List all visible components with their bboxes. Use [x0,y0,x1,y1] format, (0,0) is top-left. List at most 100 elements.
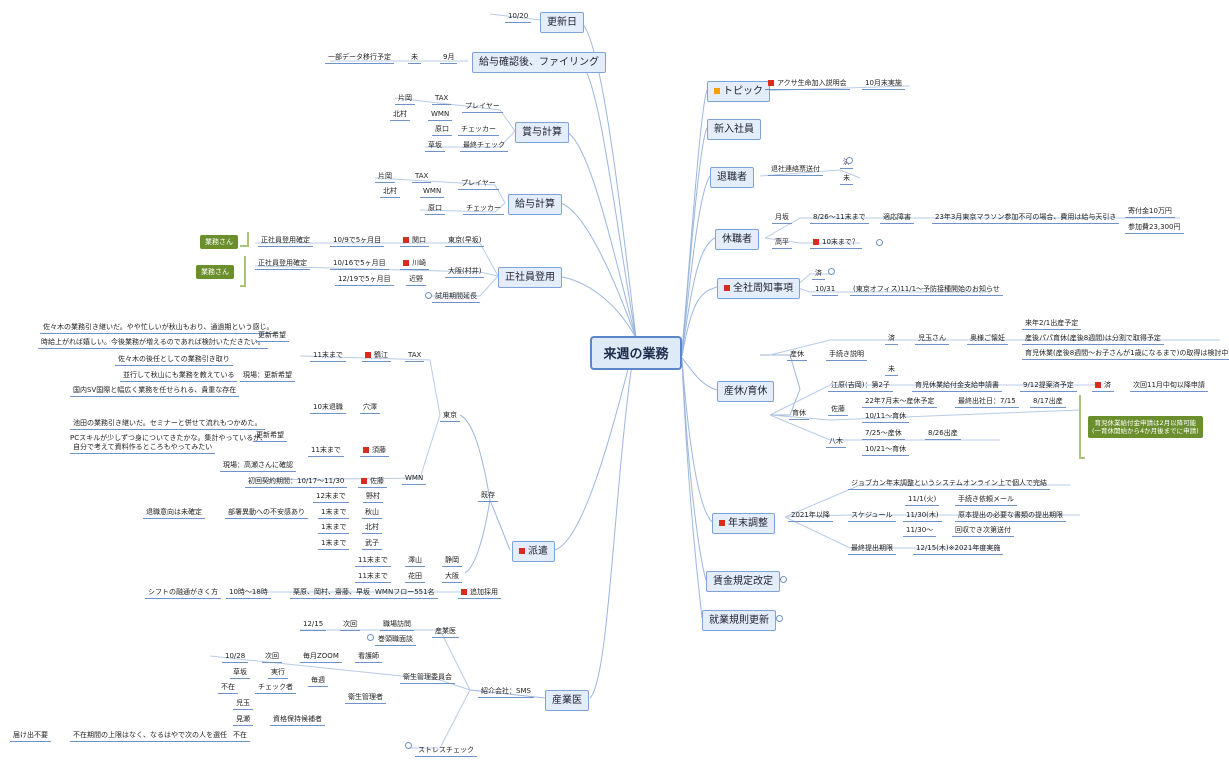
expand-icon[interactable] [876,239,883,246]
salary-r1b: TAX [412,171,432,183]
dispatch-akiyama: 秋山 [362,507,382,519]
dispatch-until11b: 11末まで [308,445,344,457]
occ-d7: 毎月ZOOM [300,651,342,663]
flag-icon [519,548,525,554]
dispatch-sawayama: 澤山 [405,555,425,567]
child-care: 育休 [789,408,809,420]
bonus-checker: チェッカー [458,124,499,136]
child-c3: 済 [885,333,898,345]
fulltime-a4: 東京(早坂) [445,235,485,247]
occ-k11: 不在 [230,730,250,742]
child-c2: 手続き説明 [826,349,867,361]
occ-k7: 見瀬 [233,714,253,726]
flag-icon [813,239,819,245]
dispatch-n2: 時給上がれば嬉しい。今後業務が増えるのであれば検討いただきたい。 [38,337,268,349]
fulltime-trial: 試用期間延長 [432,291,480,303]
expand-icon[interactable] [828,268,835,275]
flag-icon [403,237,409,243]
child-d2: 育児休業給付金支給申請書 [912,380,1002,392]
topic-topic[interactable]: トピック [707,81,770,102]
leave-a2: 8/26～11末まで [810,212,869,224]
dispatch-anazawa: 穴澤 [360,402,380,414]
dispatch-takeko: 武子 [362,538,382,550]
year-y3: オンライン上で個人で完結 [960,478,1050,490]
year-y8: 原本提出の必要な書類の提出期限 [955,510,1066,522]
dispatch-site1: 現場：更新希望 [240,370,295,382]
occ-d5: 10/28 [222,651,249,663]
child-c1: 産休 [787,349,807,361]
expand-icon[interactable] [425,292,432,299]
dispatch-shift: シフトの融通がきく方 [145,587,221,599]
topic-occ-doctor[interactable]: 産業医 [545,690,589,711]
occ-k9: 届け出不要 [10,730,51,742]
year-y9: 11/30～ [903,525,937,537]
topic-t1: アクサ生命加入説明会 [765,78,850,90]
expand-icon[interactable] [846,157,853,164]
topic-retiree[interactable]: 退職者 [710,167,754,188]
topic-childcare[interactable]: 産休/育休 [717,381,775,402]
dispatch-add: 追加採用 [458,587,501,599]
expand-icon[interactable] [405,742,412,749]
fulltime-green-1: 業務さん [200,235,238,249]
topic-update[interactable]: 更新日 [540,12,584,33]
child-d1: 江原(吉岡)：第2子 [828,380,893,392]
topic-leave[interactable]: 休職者 [715,229,759,250]
payroll-a: 一部データ移行予定 [325,52,394,64]
topic-work-rule[interactable]: 就業規則更新 [702,610,776,631]
dispatch-n5: 国内SV国際と幅広く業務を任せられる、貴重な存在 [70,385,240,397]
bonus-checker-name: 原口 [432,124,452,136]
occ-d6: 次回 [262,651,282,663]
occ-k2: 実行 [268,667,288,679]
bonus-final-name: 草坂 [425,140,445,152]
bonus-final: 最終チェック [460,140,508,152]
dispatch-wmnfr: WMNフロー551名 [372,587,438,599]
flag-icon [768,80,774,86]
topic-wage-rule[interactable]: 賃金規定改定 [706,571,780,592]
fulltime-c2: 12/19で5ヶ月目 [335,274,394,286]
occ-k3: 不在 [218,682,238,694]
year-y5: 11/1(火) [905,494,940,506]
topic-dispatch[interactable]: 派遣 [512,541,555,562]
fulltime-b2: 10/16で5ヶ月目 [330,258,389,270]
flag-icon [361,478,367,484]
fulltime-c3: 近野 [406,274,426,286]
occ-company: 紹介会社：SMS [478,686,534,698]
dispatch-n7b: 自分で考えて資料作るところもやってみたい [70,442,216,454]
dispatch-tsuruta: 鶴江 [362,350,391,362]
salary-checker-name: 原口 [425,203,445,215]
bonus-r1a: 片岡 [395,93,415,105]
child-c9: 未 [885,364,898,376]
occ-d2: 次回 [340,619,360,631]
root-node[interactable]: 来週の業務 [590,336,682,370]
dispatch-n3: 佐々木の後任としての業務引き取り [115,354,233,366]
child-c7: 産後パパ育休(産後8週間)は分割で取得予定 [1022,333,1164,345]
fulltime-b3: 川崎 [400,258,429,270]
child-e2: 22年7月末～産休予定 [862,396,938,408]
child-e5: 10/11～育休 [862,411,910,423]
topic-notice[interactable]: 全社周知事項 [717,278,800,299]
occ-mgr: 衛生管理者 [345,692,386,704]
topic-year-end[interactable]: 年末調整 [712,513,775,534]
child-c5: 奥様ご懐妊 [967,333,1008,345]
leave-a5: 寄付金10万円 [1125,206,1175,218]
fulltime-a3: 関口 [400,235,429,247]
bonus-r2b: WMN [428,109,453,121]
expand-icon[interactable] [776,615,783,622]
topic-payroll-check[interactable]: 給与確認後、ファイリング [472,52,606,73]
dispatch-end1c: 1末まで [318,538,350,550]
topic-salary[interactable]: 給与計算 [508,194,562,215]
child-f2: 7/25～産休 [862,428,905,440]
expand-icon[interactable] [367,634,374,641]
dispatch-noma: 野村 [363,491,383,503]
occ-nurse: 看護師 [355,651,382,663]
dispatch-tokyo: 東京 [440,410,460,422]
year-y7: 11/30(木) [903,510,942,522]
salary-r2b: WMN [420,186,445,198]
dispatch-wmn: WMN [402,473,427,485]
expand-icon[interactable] [780,576,787,583]
occ-doc: 産業医 [432,626,459,638]
topic-fulltime[interactable]: 正社員登用 [498,267,562,288]
topic-bonus[interactable]: 賞与計算 [515,122,569,143]
child-d5: 次回11月中旬以降申請 [1130,380,1208,392]
topic-new-hire[interactable]: 新入社員 [707,119,761,140]
